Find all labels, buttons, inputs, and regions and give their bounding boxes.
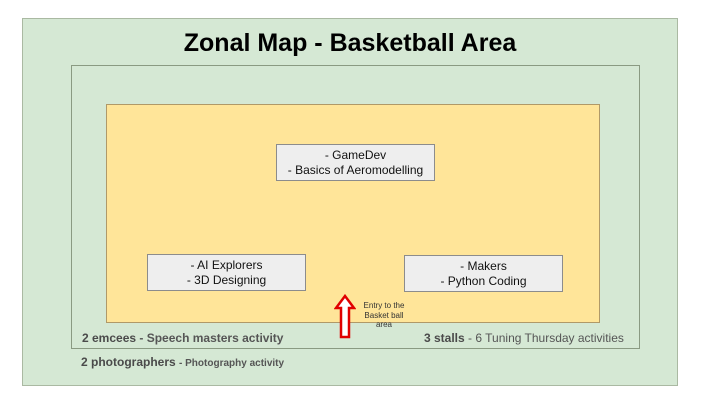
diagram-title: Zonal Map - Basketball Area [183, 29, 517, 57]
emcees-note: 2 emcees - Speech masters activity [82, 331, 283, 345]
photographers-count: 2 photographers [81, 355, 176, 369]
emcees-desc: - Speech masters activity [139, 331, 284, 345]
entry-note-line: area [375, 320, 392, 329]
emcees-count: 2 emcees [82, 331, 137, 345]
zone-gamedev-aeromodelling: - GameDev - Basics of Aeromodelling [276, 144, 435, 181]
stalls-count: 3 stalls [424, 331, 465, 345]
zone-label-line: - 3D Designing [186, 272, 267, 287]
stalls-note: 3 stalls - 6 Tuning Thursday activities [424, 331, 624, 345]
stalls-desc: - 6 Tuning Thursday activities [468, 331, 624, 345]
entry-arrow-icon [334, 294, 356, 339]
photographers-desc: - Photography activity [179, 358, 285, 369]
zone-label-line: - AI Explorers [190, 257, 263, 272]
zone-label-line: - Python Coding [440, 273, 527, 288]
basketball-area-boundary [71, 65, 640, 349]
zone-ai-explorers-3d-designing: - AI Explorers - 3D Designing [147, 254, 306, 291]
zone-label-line: - GameDev [324, 147, 387, 162]
zone-makers-python-coding: - Makers - Python Coding [404, 255, 563, 292]
photographers-note: 2 photographers - Photography activity [81, 355, 284, 369]
zone-label-line: - Makers [460, 258, 507, 273]
entry-note-line: Entry to the [363, 301, 405, 310]
zone-label-line: - Basics of Aeromodelling [287, 162, 424, 177]
entry-note: Entry to the Basket ball area [354, 301, 414, 330]
entry-note-line: Basket ball [364, 310, 404, 320]
